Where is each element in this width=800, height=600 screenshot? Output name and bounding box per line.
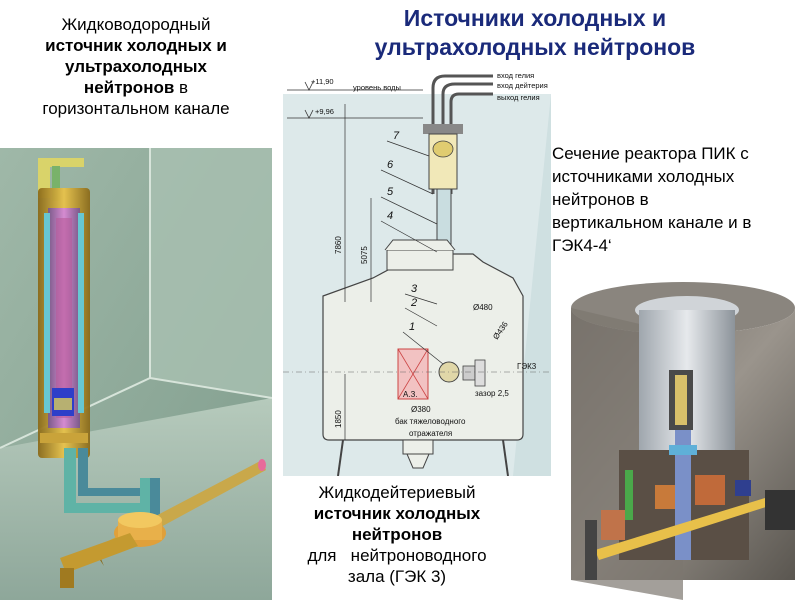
hydrogen-source-illustration	[0, 148, 272, 600]
dim-5075-label: 5075	[360, 246, 369, 264]
right-caption-line-1: Сечение реактора ПИК с	[552, 144, 749, 163]
page-title: Источники холодных и ультрахолодных нейт…	[330, 4, 740, 62]
title-line-1: Источники холодных и	[403, 5, 667, 31]
bottom-caption: Жидкодейтериевый источник холодных нейтр…	[290, 482, 504, 587]
left-caption-line-4b: в	[174, 78, 189, 97]
right-caption-line-5: ГЭК4-4‘	[552, 236, 612, 255]
tank-label-1: бак тяжеловодного	[395, 417, 466, 426]
left-caption: Жидководородный источник холодных и ульт…	[16, 14, 256, 119]
callout-4: 4	[387, 210, 393, 222]
left-caption-line-1: Жидководородный	[61, 15, 211, 34]
bottom-caption-line-3: нейтронов	[351, 525, 443, 544]
callout-6: 6	[387, 159, 394, 171]
diam-480-label: Ø480	[473, 303, 493, 312]
callout-3: 3	[411, 283, 418, 295]
room-side-wall	[150, 148, 272, 398]
core-zone-label: А.З.	[403, 390, 418, 399]
callout-1: 1	[409, 321, 415, 333]
beam-channel	[595, 498, 769, 560]
helium-out-label: выход гелия	[497, 93, 540, 102]
left-caption-line-3: ультрахолодных	[65, 57, 207, 76]
bottom-caption-line-1: Жидкодейтериевый	[318, 483, 476, 502]
right-caption-line-3: нейтронов в	[552, 190, 649, 209]
left-caption-line-4a: нейтронов	[83, 78, 175, 97]
gap-label: зазор 2,5	[475, 389, 509, 398]
heavy-water-tank	[322, 253, 524, 441]
helium-in-label: вход гелия	[497, 71, 534, 80]
tank-label-2: отражателя	[409, 429, 452, 438]
deuterium-source-drawing: +11,90 +9,96 уровень воды вход гелия вхо…	[283, 71, 551, 476]
vertical-channel	[423, 124, 463, 134]
inlet-pipes	[431, 74, 493, 194]
diam-380-label: Ø380	[411, 405, 431, 414]
dim-7860-label: 7860	[334, 236, 343, 254]
bottom-caption-line-4: для нейтроноводного	[307, 546, 487, 565]
bottom-caption-line-5: зала (ГЭК 3)	[347, 567, 447, 586]
left-caption-line-5: горизонтальном канале	[42, 99, 230, 118]
bottom-caption-line-2: источник холодных	[313, 504, 481, 523]
right-caption-line-2: источниками холодных	[552, 167, 735, 186]
left-caption-line-2: источник холодных и	[45, 36, 227, 55]
gek3-label: ГЭК3	[517, 362, 537, 371]
callouts: 7 6 5 4 3 2 1	[380, 130, 444, 365]
right-caption: Сечение реактора ПИК с источниками холод…	[552, 142, 792, 257]
level-water-mark-label: +9,96	[315, 107, 334, 116]
title-line-2: ультрахолодных нейтронов	[374, 34, 696, 60]
callout-2: 2	[410, 297, 417, 309]
right-caption-line-4: вертикальном канале и в	[552, 213, 752, 232]
dim-1850-label: 1850	[334, 410, 343, 428]
reactor-section-illustration	[565, 280, 800, 600]
deuterium-in-label: вход дейтерия	[497, 81, 548, 90]
water-level-label: уровень воды	[353, 83, 401, 92]
callout-5: 5	[387, 186, 394, 198]
level-top-label: +11,90	[311, 77, 334, 86]
callout-7: 7	[393, 130, 400, 142]
